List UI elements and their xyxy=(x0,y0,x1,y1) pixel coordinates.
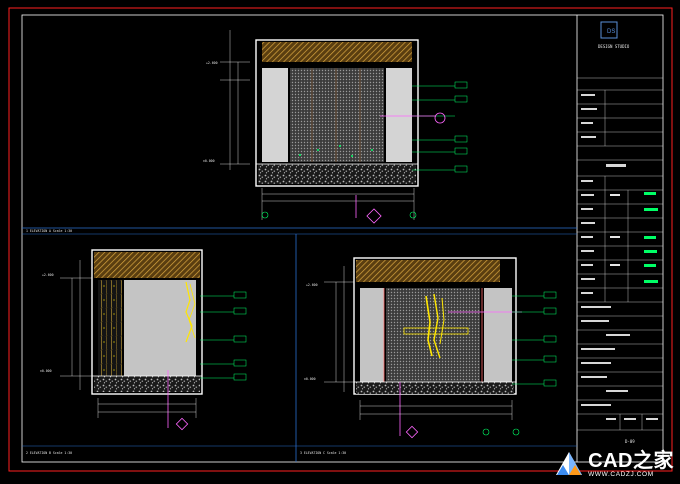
v1-section-marker xyxy=(366,208,382,224)
watermark-brand: CAD之家 xyxy=(588,449,674,472)
view2-caption: 2 ELEVATION B Scale 1:30 xyxy=(26,451,72,455)
v3-level-top: +2.600 xyxy=(306,283,318,287)
inner-frame xyxy=(21,14,664,463)
view1-caption: 1 ELEVATION A Scale 1:30 xyxy=(26,229,72,233)
v1-level-top: +2.600 xyxy=(206,61,218,65)
v3-section-marker xyxy=(405,425,419,439)
cad-logo-icon xyxy=(556,452,583,476)
watermark: CAD之家 WWW.CADZJ.COM xyxy=(554,451,674,479)
firm-logo-icon xyxy=(600,21,618,39)
v3-level-floor: ±0.000 xyxy=(304,377,316,381)
v2-section-marker xyxy=(175,417,189,431)
sheet-number: D-09 xyxy=(625,439,635,444)
firm-name: DESIGN STUDIO xyxy=(598,44,630,49)
firm-logo-mark: DS xyxy=(607,29,615,35)
v2-level-floor: ±0.000 xyxy=(40,369,52,373)
v1-axis-marker-left xyxy=(261,211,269,219)
v1-axis-marker-right xyxy=(409,211,417,219)
view3-caption: 3 ELEVATION C Scale 1:30 xyxy=(300,451,346,455)
v1-level-floor: ±0.000 xyxy=(203,159,215,163)
elevation-view-3: +2.600 ±0.000 xyxy=(304,257,557,439)
watermark-url: WWW.CADZJ.COM xyxy=(588,470,654,478)
elevation-view-1: +2.600 ±0.000 xyxy=(203,30,468,224)
v2-level-top: +2.600 xyxy=(42,273,54,277)
outer-border xyxy=(8,7,673,472)
title-block: DS DESIGN STUDIO xyxy=(576,15,663,462)
elevation-view-2: +2.600 ±0.000 xyxy=(40,249,247,431)
v1-detail-marker xyxy=(434,112,446,124)
